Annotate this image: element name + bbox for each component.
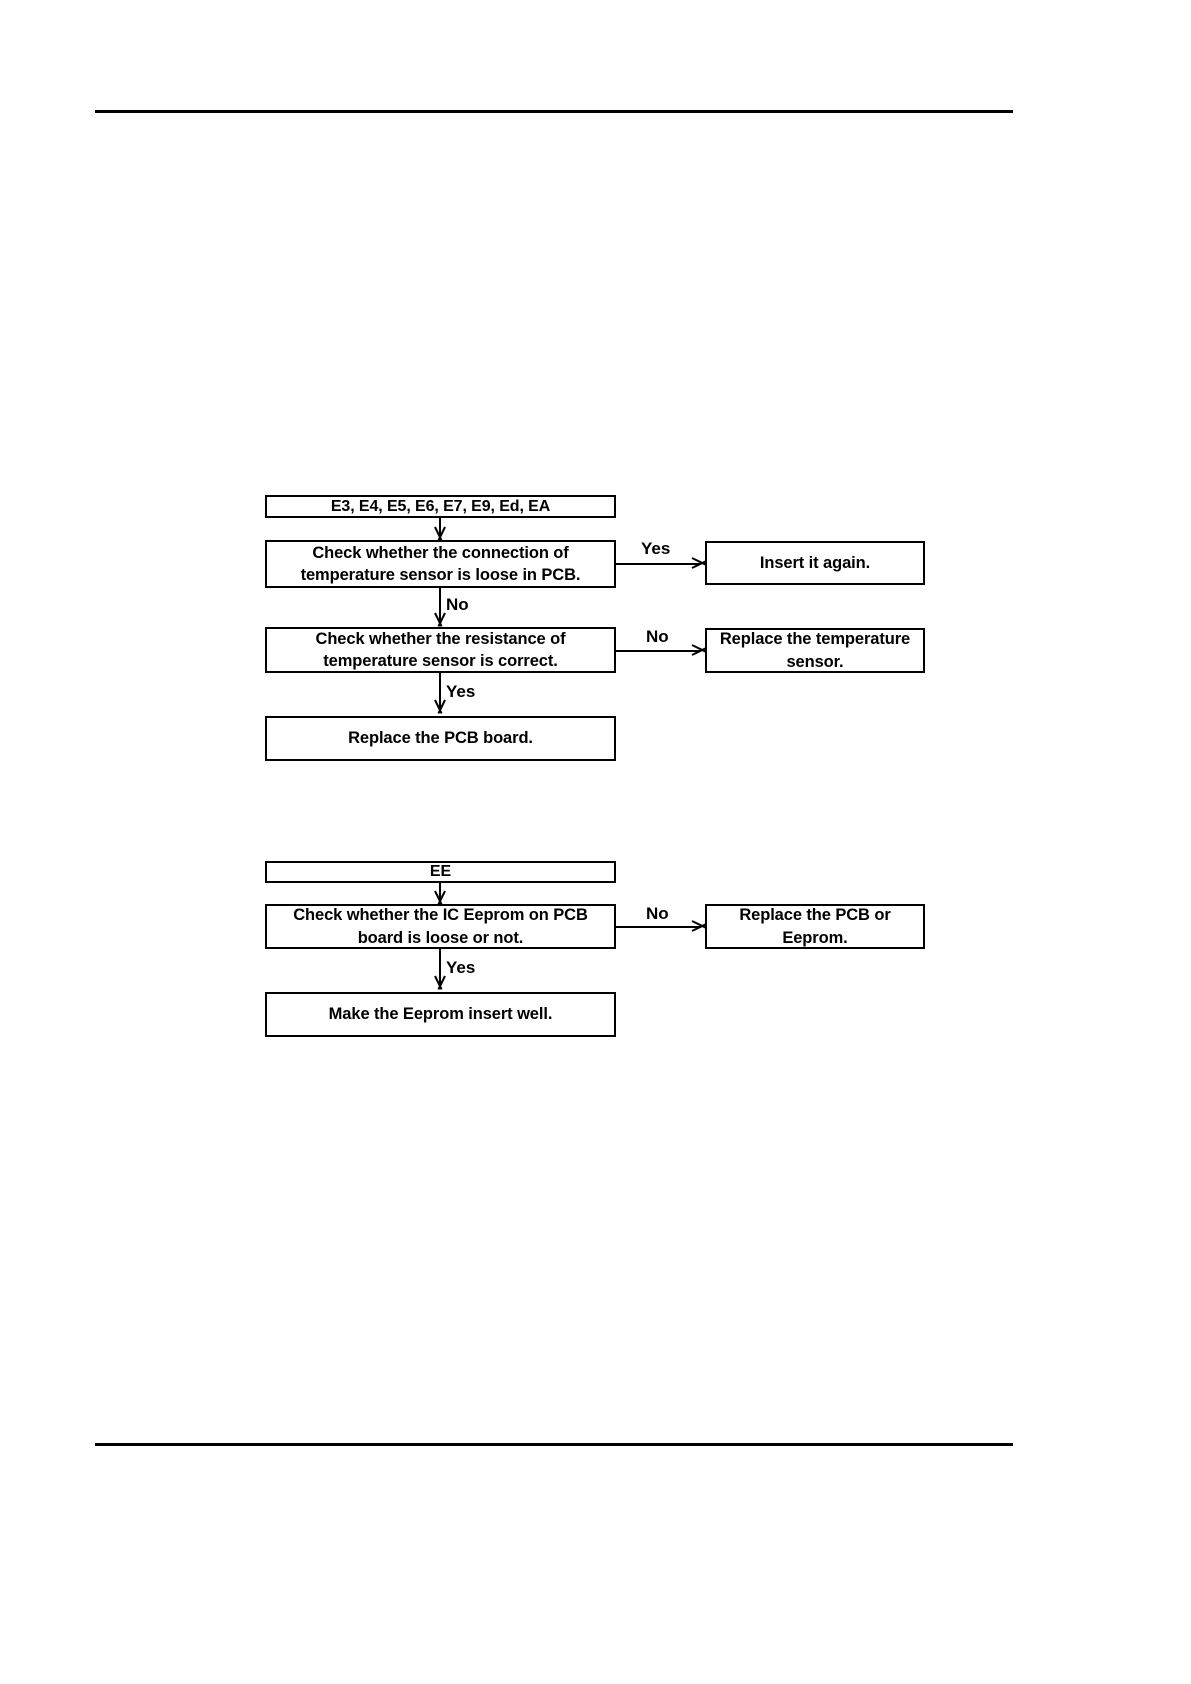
chart1-step2-result-label: Replace the temperature sensor. (720, 628, 910, 673)
chart2-end-box: Make the Eeprom insert well. (265, 992, 616, 1037)
chart2-step1-label: Check whether the IC Eeprom on PCB board… (293, 904, 588, 949)
footer-rule (95, 1443, 1013, 1446)
chart1-step1-no-line (439, 588, 441, 624)
chart2-step1-yes-line (439, 949, 441, 987)
chart2-step1-result-line1: Replace the PCB or (739, 906, 891, 925)
chart1-start-box: E3, E4, E5, E6, E7, E9, Ed, EA (265, 495, 616, 518)
chart1-step1-line1: Check whether the connection of (312, 543, 569, 562)
chart2-step1-result-box: Replace the PCB or Eeprom. (705, 904, 925, 949)
chart1-step2-yes-line (439, 673, 441, 711)
chart1-step2-no-label: No (646, 627, 669, 646)
chart2-step1-no-line (616, 926, 700, 928)
chart1-step2-result-box: Replace the temperature sensor. (705, 628, 925, 673)
chart1-step1-label: Check whether the connection of temperat… (301, 542, 581, 587)
chart1-step1-result-box: Insert it again. (705, 541, 925, 585)
chart2-step1-yes-arrowhead (433, 976, 447, 989)
chart1-step2-line2: temperature sensor is correct. (323, 652, 558, 670)
chart1-step2-yes-label: Yes (446, 682, 476, 701)
chart1-start-label: E3, E4, E5, E6, E7, E9, Ed, EA (330, 497, 551, 515)
chart2-start-label: EE (429, 863, 452, 881)
chart1-end-box: Replace the PCB board. (265, 716, 616, 761)
chart2-step1-result-line2: Eeprom. (782, 928, 848, 947)
chart2-arrowhead-start-step1 (433, 891, 447, 904)
chart1-step1-yes-label: Yes (641, 539, 671, 558)
chart1-step2-result-line1: Replace the temperature (719, 630, 911, 649)
chart2-step1-box: Check whether the IC Eeprom on PCB board… (265, 904, 616, 949)
chart2-end-label: Make the Eeprom insert well. (328, 1005, 553, 1024)
chart2-step1-yes-label: Yes (446, 958, 476, 977)
header-rule (95, 110, 1013, 113)
chart2-step1-result-label: Replace the PCB or Eeprom. (739, 904, 890, 949)
chart1-step1-result-label: Insert it again. (759, 553, 871, 572)
chart2-step1-line2: board is loose or not. (357, 928, 524, 947)
chart2-step1-line1: Check whether the IC Eeprom on PCB (293, 906, 588, 925)
chart2-step1-no-arrowhead (692, 919, 705, 933)
chart2-step1-no-label: No (646, 904, 669, 923)
chart1-step1-line2: temperature sensor is loose in PCB. (300, 566, 581, 584)
chart1-step2-result-line2: sensor. (786, 652, 844, 671)
chart1-step2-line1: Check whether the resistance of (315, 629, 566, 648)
chart1-step1-box: Check whether the connection of temperat… (265, 540, 616, 588)
chart1-end-label: Replace the PCB board. (348, 729, 533, 748)
chart1-step1-no-label: No (446, 595, 469, 614)
chart1-step2-box: Check whether the resistance of temperat… (265, 627, 616, 673)
chart1-step1-yes-line (616, 563, 700, 565)
chart1-step2-label: Check whether the resistance of temperat… (316, 628, 566, 673)
chart1-step2-no-line (616, 650, 700, 652)
chart2-start-box: EE (265, 861, 616, 883)
